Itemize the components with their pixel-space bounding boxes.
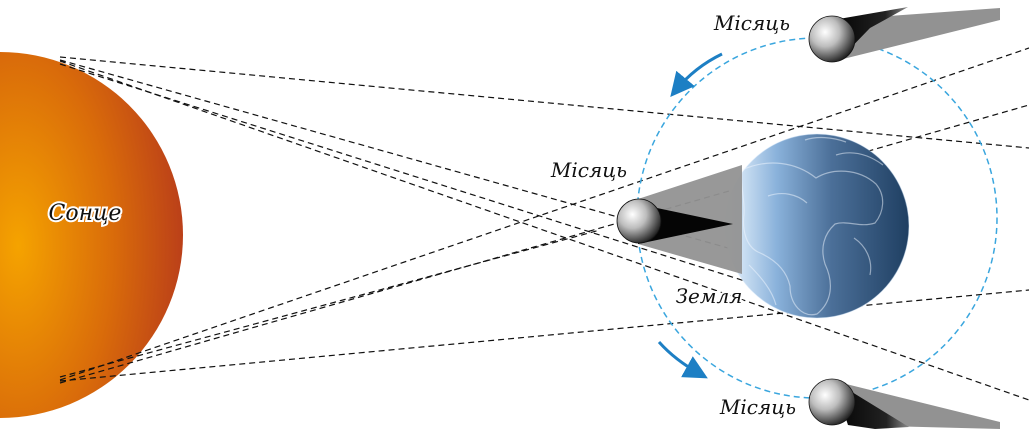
moon-top-label: Місяць (713, 11, 790, 35)
moon-bottom: Місяць (719, 379, 1000, 429)
moon-bottom-label: Місяць (719, 395, 796, 419)
earth (725, 134, 909, 318)
moon-middle: Місяць (550, 158, 742, 274)
sun-label: Сонце (49, 201, 122, 226)
moon-middle-label: Місяць (550, 158, 627, 182)
curved-arrow-icon (659, 342, 700, 374)
earth-label: Земля (676, 284, 743, 308)
curved-arrow-icon (676, 54, 722, 90)
moon-top: Місяць (713, 7, 1000, 62)
sun: Сонце (0, 52, 183, 418)
